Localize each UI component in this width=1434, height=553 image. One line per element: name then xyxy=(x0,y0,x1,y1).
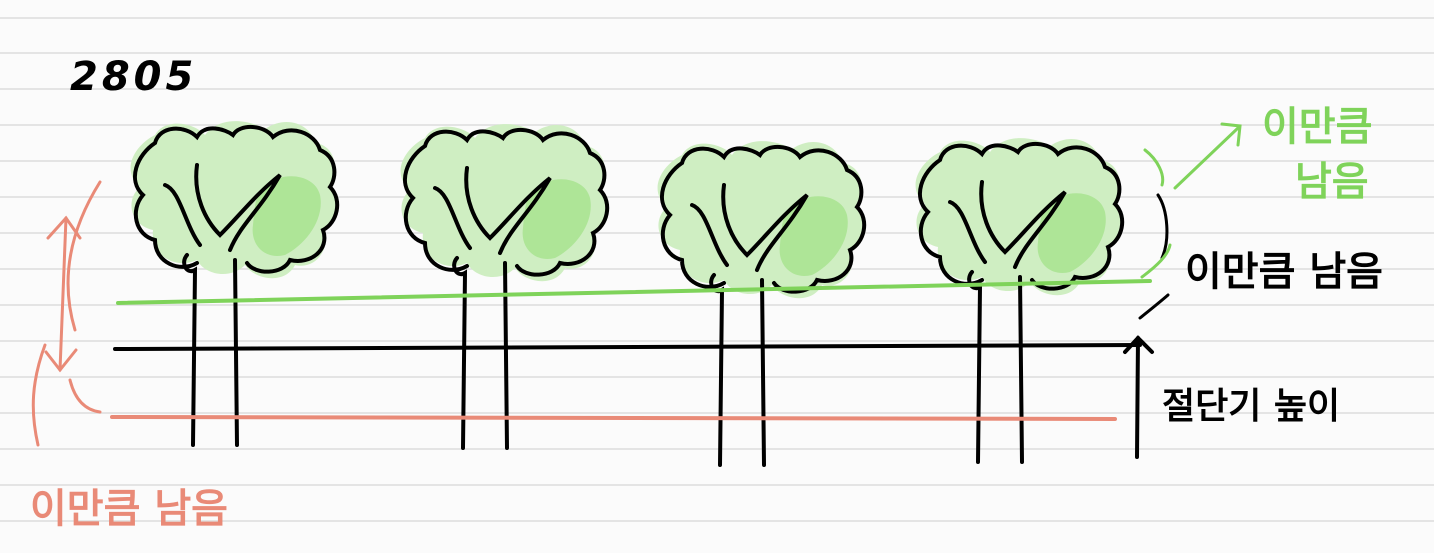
green-line xyxy=(116,279,1152,305)
black-bracket xyxy=(1138,193,1170,320)
black-note: 이만큼 남음 xyxy=(1185,249,1383,295)
number-label: 2805 xyxy=(70,54,197,100)
cut-height-label: 절단기 높이 xyxy=(1162,386,1340,427)
red-measure xyxy=(31,180,102,447)
green-note-line1: 이만큼 xyxy=(1262,104,1372,150)
green-arrow xyxy=(1173,122,1242,190)
green-bracket xyxy=(1140,148,1172,279)
red-line xyxy=(110,415,1117,421)
tree-1 xyxy=(128,119,340,447)
red-note: 이만큼 남음 xyxy=(30,486,228,532)
green-note-line2: 남음 xyxy=(1295,159,1369,205)
tree-2 xyxy=(398,122,610,450)
cut-height-arrow xyxy=(1123,335,1154,459)
black-line xyxy=(113,343,1142,351)
